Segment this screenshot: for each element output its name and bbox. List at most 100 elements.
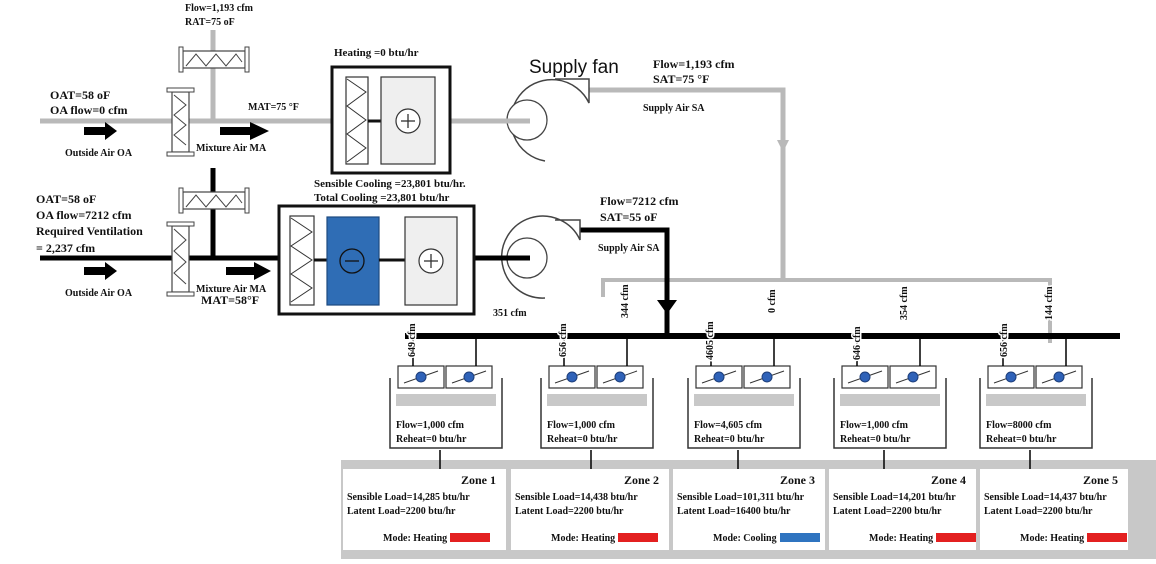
zone-mode-label: Mode: Heating — [869, 533, 933, 544]
ra-flow-label: Flow=1,193 cfm — [185, 3, 254, 14]
branch-flow-label: 354 cfm — [899, 286, 910, 320]
arrow-down-icon — [777, 140, 789, 152]
arrow-right-icon — [220, 122, 269, 140]
mat-label: MAT=58°F — [201, 293, 259, 307]
zone-mode-indicator — [780, 533, 820, 542]
outside-air-label: Outside Air OA — [65, 148, 133, 159]
damper-icon — [166, 221, 195, 297]
vav-damper-icon — [841, 365, 889, 389]
branch-flow-label: 646 cfm — [852, 326, 863, 360]
branch-flow-label: 656 cfm — [999, 323, 1010, 357]
zone-status-bar — [986, 394, 1086, 406]
branch-flow-label: 351 cfm — [493, 308, 527, 319]
zone-flow-label: Flow=1,000 cfm — [396, 420, 465, 431]
filter-icon — [345, 76, 369, 165]
arrow-down-icon — [657, 300, 677, 314]
zone-flow-label: Flow=4,605 cfm — [694, 420, 763, 431]
zone-latent-load: Latent Load=16400 btu/hr — [677, 506, 791, 517]
vav-damper-icon — [695, 365, 743, 389]
zone-sensible-load: Sensible Load=14,438 btu/hr — [515, 492, 638, 503]
vav-damper-icon — [1035, 365, 1083, 389]
branch-flow-label: 144 cfm — [1044, 286, 1055, 320]
required-ventilation-label: Required Ventilation — [36, 224, 143, 238]
sat-label: SAT=75 °F — [653, 72, 709, 86]
zone-mode-label: Mode: Cooling — [713, 533, 777, 544]
top-air-handler: Flow=1,193 cfm RAT=75 oF OAT=58 oF OA fl… — [40, 3, 789, 280]
zone-status-bar — [840, 394, 940, 406]
branch-flow-label: 656 cfm — [558, 323, 569, 357]
heating-coil-icon — [404, 216, 458, 306]
vav-damper-icon — [596, 365, 644, 389]
damper-icon — [178, 187, 250, 214]
sa-flow-label: Flow=1,193 cfm — [653, 57, 735, 71]
zone-reheat-label: Reheat=0 btu/hr — [840, 434, 911, 445]
zone-sensible-load: Sensible Load=14,437 btu/hr — [984, 492, 1107, 503]
filter-icon — [289, 215, 315, 306]
zone-flow-label: Flow=1,000 cfm — [840, 420, 909, 431]
zone-sensible-load: Sensible Load=101,311 btu/hr — [677, 492, 805, 503]
zone-name: Zone 4 — [931, 473, 966, 487]
mixture-air-label: Mixture Air MA — [196, 284, 267, 295]
branch-flow-label: 4605 cfm — [705, 321, 716, 360]
vav-damper-icon — [987, 365, 1035, 389]
arrow-right-icon — [84, 262, 117, 280]
zone-mode-indicator — [618, 533, 658, 542]
zone-latent-load: Latent Load=2200 btu/hr — [984, 506, 1093, 517]
sat-label: SAT=55 oF — [600, 210, 658, 224]
zone-latent-load: Latent Load=2200 btu/hr — [515, 506, 624, 517]
zone-load-card-2: Zone 2 Sensible Load=14,438 btu/hrLatent … — [511, 469, 669, 550]
zone-sensible-load: Sensible Load=14,285 btu/hr — [347, 492, 470, 503]
zone-flow-label: Flow=1,000 cfm — [547, 420, 616, 431]
heating-coil-icon — [380, 76, 436, 165]
branch-flow-label: 344 cfm — [620, 284, 631, 318]
zone-status-bar — [547, 394, 647, 406]
zone-reheat-label: Reheat=0 btu/hr — [396, 434, 467, 445]
supply-fan-title: Supply fan — [529, 57, 619, 78]
zone-name: Zone 2 — [624, 473, 659, 487]
supply-fan-icon — [492, 215, 581, 299]
arrow-right-icon — [84, 122, 117, 140]
zone-reheat-label: Reheat=0 btu/hr — [547, 434, 618, 445]
branch-flow-label: 649 cfm — [407, 323, 418, 357]
zone-mode-label: Mode: Heating — [383, 533, 447, 544]
branch-flow-label: 0 cfm — [767, 289, 778, 313]
bottom-air-handler: OAT=58 oF OA flow=7212 cfm Required Vent… — [36, 168, 1052, 343]
zone-reheat-label: Reheat=0 btu/hr — [694, 434, 765, 445]
ventilation-value-label: = 2,237 cfm — [36, 241, 95, 255]
zone-flow-label: Flow=8000 cfm — [986, 420, 1052, 431]
branch-labels-group: 649 cfm 344 cfm 656 cfm 4605 cfm 0 cfm 646 cf… — [406, 282, 1057, 361]
vav-damper-icon — [397, 365, 445, 389]
zone-status-bar — [396, 394, 496, 406]
zone-name: Zone 3 — [780, 473, 815, 487]
damper-icon — [166, 87, 195, 157]
mat-label: MAT=75 °F — [248, 102, 299, 113]
sensible-cooling-label: Sensible Cooling =23,801 btu/hr. — [314, 178, 466, 190]
zone-name: Zone 5 — [1083, 473, 1118, 487]
vav-damper-icon — [548, 365, 596, 389]
zone-mode-indicator — [1087, 533, 1127, 542]
zone-sensible-load: Sensible Load=14,201 btu/hr — [833, 492, 956, 503]
zone-mode-label: Mode: Heating — [551, 533, 615, 544]
vav-damper-icon — [743, 365, 791, 389]
zone-latent-load: Latent Load=2200 btu/hr — [833, 506, 942, 517]
zone-name: Zone 1 — [461, 473, 496, 487]
supply-fan-icon — [485, 78, 590, 162]
supply-air-label: Supply Air SA — [598, 243, 660, 254]
mixture-air-label: Mixture Air MA — [196, 143, 267, 154]
zone-mode-indicator — [936, 533, 976, 542]
total-cooling-label: Total Cooling =23,801 btu/hr — [314, 192, 450, 204]
zone-load-card-4: Zone 4 Sensible Load=14,201 btu/hrLatent … — [829, 469, 976, 550]
oa-flow-label: OA flow=0 cfm — [50, 103, 128, 117]
zone-mode-indicator — [450, 533, 490, 542]
cooling-coil-icon — [326, 216, 380, 306]
heating-label: Heating =0 btu/hr — [334, 47, 419, 59]
vav-damper-icon — [889, 365, 937, 389]
